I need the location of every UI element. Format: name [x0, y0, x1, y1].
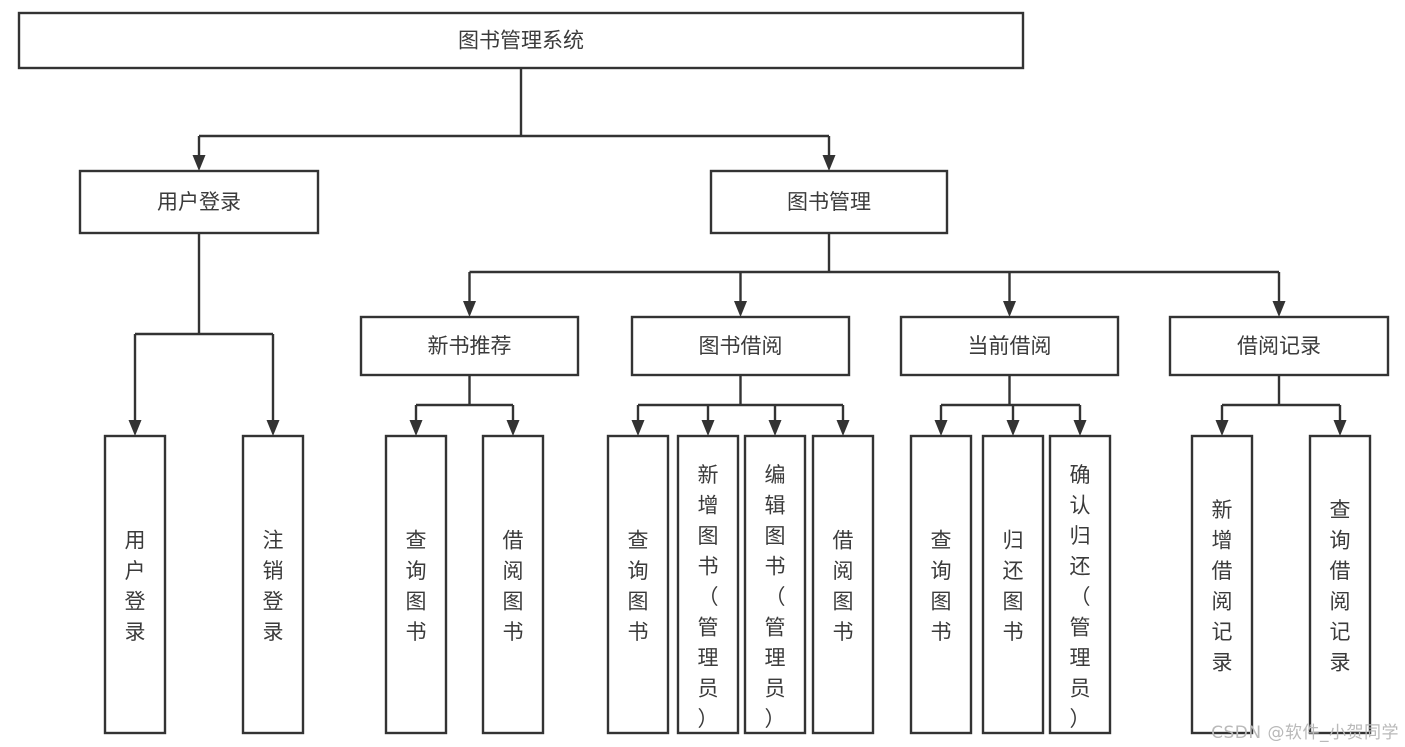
arrow-head-icon	[734, 301, 747, 317]
arrow-head-icon	[768, 420, 782, 436]
node-label-root: 图书管理系统	[458, 29, 584, 53]
connector-group-login	[128, 233, 280, 436]
node-box-leaf-rec-query[interactable]	[1308, 434, 1372, 735]
node-label-leaf-rec-query: 查询借阅记录	[1330, 498, 1351, 675]
node-label-leaf-bk-borrow: 借阅图书	[833, 528, 854, 644]
node-borrow[interactable]: 图书借阅	[630, 315, 851, 377]
node-leaf-cur-confirm[interactable]: 确认归还（管理员）	[1048, 434, 1112, 735]
node-box-root[interactable]	[17, 11, 1025, 70]
node-leaf-user-login[interactable]: 用户登录	[103, 434, 167, 735]
node-leaf-cur-return[interactable]: 归还图书	[981, 434, 1045, 735]
arrow-head-icon	[1272, 301, 1286, 317]
node-root[interactable]: 图书管理系统	[17, 11, 1025, 70]
node-label-records: 借阅记录	[1237, 334, 1321, 358]
node-label-leaf-nb-query: 查询图书	[406, 528, 427, 644]
arrow-head-icon	[822, 155, 836, 171]
node-leaf-bk-edit[interactable]: 编辑图书（管理员）	[743, 434, 807, 735]
node-label-leaf-cur-confirm: 确认归还（管理员）	[1070, 463, 1091, 731]
node-label-leaf-bk-query: 查询图书	[628, 528, 649, 644]
arrow-head-icon	[631, 420, 645, 436]
arrow-head-icon	[1215, 420, 1229, 436]
connector-group-current	[934, 375, 1087, 436]
arrow-head-icon	[1333, 420, 1347, 436]
node-leaf-cur-query[interactable]: 查询图书	[909, 434, 973, 735]
node-newbook[interactable]: 新书推荐	[359, 315, 580, 377]
connector-group-newbook	[409, 375, 520, 436]
arrow-head-icon	[192, 155, 206, 171]
node-box-leaf-nb-query[interactable]	[384, 434, 448, 735]
node-box-leaf-bk-add[interactable]	[676, 434, 740, 735]
node-box-leaf-cur-confirm[interactable]	[1048, 434, 1112, 735]
node-box-bookmgmt[interactable]	[709, 169, 949, 235]
node-records[interactable]: 借阅记录	[1168, 315, 1390, 377]
node-label-leaf-cur-query: 查询图书	[931, 528, 952, 644]
node-login[interactable]: 用户登录	[78, 169, 320, 235]
arrow-head-icon	[409, 420, 423, 436]
arrow-head-icon	[1006, 420, 1020, 436]
node-box-leaf-rec-add[interactable]	[1190, 434, 1254, 735]
node-leaf-user-logout[interactable]: 注销登录	[241, 434, 305, 735]
arrow-head-icon	[463, 301, 476, 317]
node-leaf-bk-add[interactable]: 新增图书（管理员）	[676, 434, 740, 735]
node-box-leaf-bk-edit[interactable]	[743, 434, 807, 735]
node-box-leaf-cur-query[interactable]	[909, 434, 973, 735]
arrow-head-icon	[1003, 301, 1016, 317]
node-label-leaf-bk-add: 新增图书（管理员）	[698, 463, 719, 731]
node-leaf-bk-query[interactable]: 查询图书	[606, 434, 670, 735]
node-label-leaf-bk-edit: 编辑图书（管理员）	[765, 463, 786, 731]
node-bookmgmt[interactable]: 图书管理	[709, 169, 949, 235]
node-leaf-nb-query[interactable]: 查询图书	[384, 434, 448, 735]
connector-group-root	[192, 68, 836, 171]
arrow-head-icon	[266, 420, 280, 436]
node-label-bookmgmt: 图书管理	[787, 190, 871, 214]
node-box-leaf-user-logout[interactable]	[241, 434, 305, 735]
node-box-leaf-bk-query[interactable]	[606, 434, 670, 735]
node-label-leaf-rec-add: 新增借阅记录	[1212, 498, 1233, 675]
node-leaf-rec-add[interactable]: 新增借阅记录	[1190, 434, 1254, 735]
node-label-borrow: 图书借阅	[699, 334, 783, 358]
arrow-head-icon	[506, 420, 520, 436]
node-leaf-rec-query[interactable]: 查询借阅记录	[1308, 434, 1372, 735]
node-box-leaf-cur-return[interactable]	[981, 434, 1045, 735]
arrow-head-icon	[701, 420, 715, 436]
arrow-head-icon	[128, 420, 142, 436]
connector-layer	[128, 68, 1347, 436]
arrow-head-icon	[934, 420, 948, 436]
arrow-head-icon	[1073, 420, 1087, 436]
node-box-borrow[interactable]	[630, 315, 851, 377]
node-leaf-bk-borrow[interactable]: 借阅图书	[811, 434, 875, 735]
node-box-leaf-nb-borrow[interactable]	[481, 434, 545, 735]
node-current[interactable]: 当前借阅	[899, 315, 1120, 377]
node-label-leaf-user-logout: 注销登录	[263, 528, 284, 644]
node-label-newbook: 新书推荐	[428, 334, 512, 358]
node-leaf-nb-borrow[interactable]: 借阅图书	[481, 434, 545, 735]
node-box-newbook[interactable]	[359, 315, 580, 377]
node-label-leaf-cur-return: 归还图书	[1003, 528, 1024, 644]
node-label-current: 当前借阅	[968, 334, 1052, 358]
connector-group-borrow	[631, 375, 850, 436]
connector-group-records	[1215, 375, 1347, 436]
node-box-leaf-user-login[interactable]	[103, 434, 167, 735]
node-box-current[interactable]	[899, 315, 1120, 377]
node-box-records[interactable]	[1168, 315, 1390, 377]
node-label-leaf-user-login: 用户登录	[125, 528, 146, 644]
node-label-login: 用户登录	[157, 190, 241, 214]
connector-group-bookmgmt	[463, 233, 1286, 317]
node-box-login[interactable]	[78, 169, 320, 235]
arrow-head-icon	[836, 420, 850, 436]
node-label-leaf-nb-borrow: 借阅图书	[503, 528, 524, 644]
node-box-leaf-bk-borrow[interactable]	[811, 434, 875, 735]
node-layer: 图书管理系统用户登录图书管理新书推荐图书借阅当前借阅借阅记录用户登录注销登录查询…	[17, 11, 1390, 735]
